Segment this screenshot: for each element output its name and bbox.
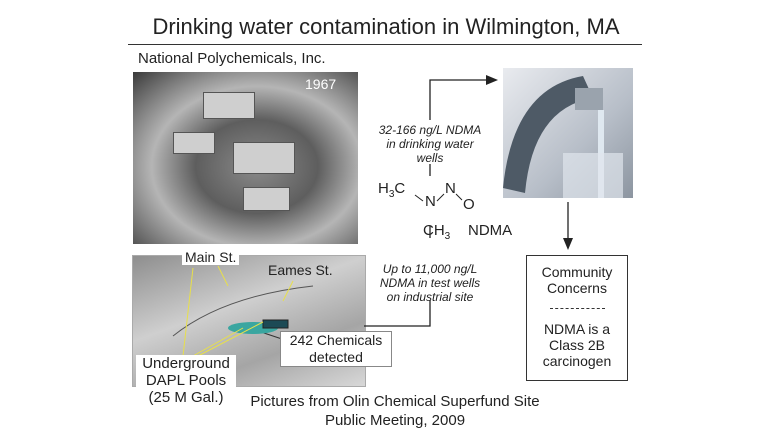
community-concerns-box: Community Concerns NDMA is a Class 2B ca…	[526, 255, 628, 381]
concerns-line3: NDMA is a	[543, 321, 611, 337]
aerial-photo	[133, 72, 358, 244]
drinking-line1: 32-166 ng/L NDMA	[378, 123, 482, 137]
drinking-line2: in drinking water	[386, 137, 474, 151]
dapl-line1: Underground	[142, 355, 230, 372]
dapl-line2: DAPL Pools	[145, 372, 227, 389]
test-line2: NDMA in test wells	[379, 276, 481, 290]
source-caption: Pictures from Olin Chemical Superfund Si…	[195, 392, 595, 430]
company-label: National Polychemicals, Inc.	[138, 50, 326, 67]
chemicals-line2: detected	[309, 349, 363, 365]
faucet-photo	[503, 68, 633, 198]
drinking-line3: wells	[416, 151, 444, 165]
molecule-ch3: CH3	[423, 222, 451, 242]
test-line1: Up to 11,000 ng/L	[382, 262, 478, 276]
caption-line1: Pictures from Olin Chemical Superfund Si…	[250, 393, 540, 410]
molecule-n-amine: N	[425, 193, 436, 210]
main-st-label: Main St.	[182, 250, 240, 265]
dashed-divider	[549, 308, 605, 309]
photo-year: 1967	[305, 76, 337, 92]
molecule-h3c: H3C	[378, 180, 406, 200]
caption-line2: Public Meeting, 2009	[324, 412, 466, 429]
molecule-name: NDMA	[468, 222, 513, 239]
title-rule	[128, 44, 642, 45]
test-line3: on industrial site	[386, 290, 474, 304]
molecule-o: O	[463, 196, 475, 213]
slide-title: Drinking water contamination in Wilmingt…	[152, 14, 620, 39]
eames-st-label: Eames St.	[268, 262, 333, 278]
concerns-line4: Class 2B	[548, 337, 606, 353]
molecule-n-nitroso: N	[445, 180, 456, 197]
chemicals-line1: 242 Chemicals	[289, 332, 383, 348]
concerns-line5: carcinogen	[542, 353, 612, 369]
concerns-line1: Community	[541, 264, 613, 280]
concerns-line2: Concerns	[547, 280, 607, 296]
dapl-line3: (25 M Gal.)	[148, 389, 224, 406]
